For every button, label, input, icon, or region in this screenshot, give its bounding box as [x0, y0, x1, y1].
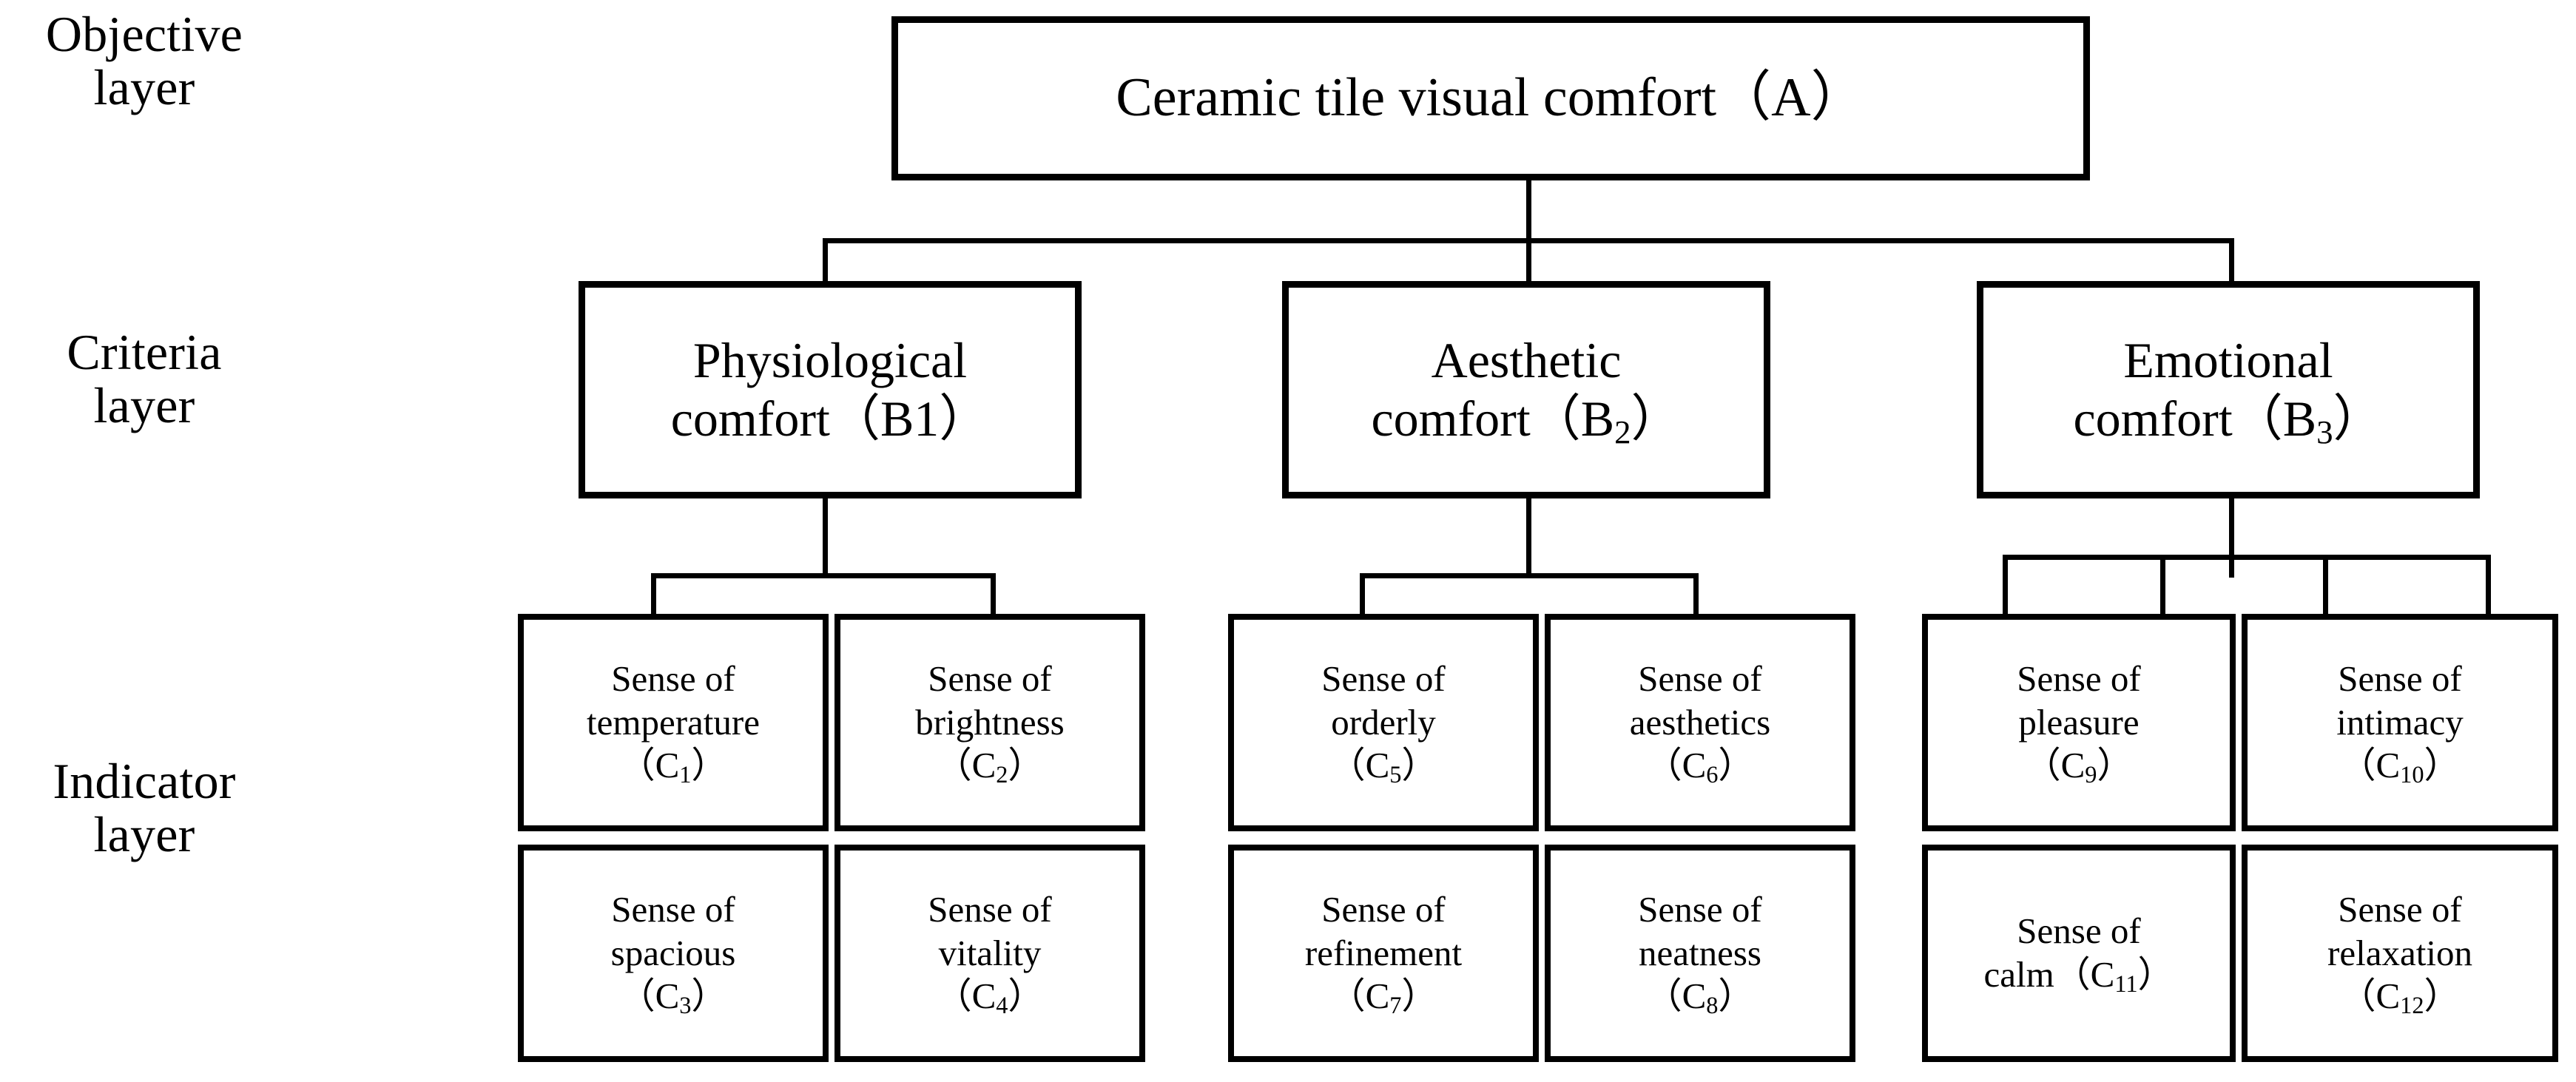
layer-label-criteria: Criteria layer [67, 324, 222, 434]
node-indicator-c6-label: Sense of aesthetics （C6） [1629, 657, 1771, 788]
layer-label-indicator: Indicator layer [53, 753, 236, 863]
node-indicator-c7[interactable]: Sense of refinement （C7） [1228, 845, 1539, 1062]
node-indicator-c6[interactable]: Sense of aesthetics （C6） [1545, 614, 1855, 831]
node-indicator-c10-label: Sense of intimacy （C10） [2336, 657, 2464, 788]
connector-drop-c9 [2003, 555, 2008, 616]
connector-bus-b3 [2003, 555, 2491, 560]
node-indicator-c4[interactable]: Sense of vitality （C4） [834, 845, 1145, 1062]
connector-drop-c5 [1360, 573, 1365, 616]
connector-drop-c6 [1693, 573, 1699, 616]
node-indicator-c12-label: Sense of relaxation （C12） [2327, 888, 2472, 1019]
connector-b2-stem [1526, 498, 1531, 578]
node-indicator-c10[interactable]: Sense of intimacy （C10） [2242, 614, 2558, 831]
node-criteria-b3-label: Emotional comfort（B3） [2073, 332, 2384, 450]
connector-drop-c11 [2160, 555, 2165, 616]
connector-drop-b2 [1526, 238, 1531, 283]
node-indicator-c5[interactable]: Sense of orderly （C5） [1228, 614, 1539, 831]
connector-b3-stem [2229, 498, 2234, 578]
node-indicator-c9-label: Sense of pleasure （C9） [2017, 657, 2141, 788]
connector-drop-c12 [2486, 555, 2491, 616]
connector-bus-b2 [1360, 573, 1699, 578]
node-indicator-c11[interactable]: Sense of calm（C11） [1922, 845, 2236, 1062]
connector-a-stem [1526, 180, 1531, 243]
connector-drop-c10 [2323, 555, 2328, 616]
node-criteria-b3[interactable]: Emotional comfort（B3） [1977, 281, 2480, 498]
node-objective-a[interactable]: Ceramic tile visual comfort（A） [891, 16, 2090, 180]
node-criteria-b2[interactable]: Aesthetic comfort（B2） [1282, 281, 1770, 498]
connector-drop-b3 [2229, 238, 2234, 283]
node-indicator-c12[interactable]: Sense of relaxation （C12） [2242, 845, 2558, 1062]
connector-drop-c1 [651, 573, 656, 616]
node-criteria-b2-label: Aesthetic comfort（B2） [1371, 332, 1682, 450]
connector-drop-b1 [823, 238, 828, 283]
node-criteria-b1-label: Physiological comfort（B1） [670, 332, 990, 447]
connector-drop-c2 [991, 573, 996, 616]
node-indicator-c2-label: Sense of brightness （C2） [915, 657, 1065, 788]
node-indicator-c3[interactable]: Sense of spacious （C3） [518, 845, 829, 1062]
node-indicator-c8-label: Sense of neatness （C8） [1638, 888, 1762, 1019]
node-criteria-b1[interactable]: Physiological comfort（B1） [579, 281, 1082, 498]
node-indicator-c1[interactable]: Sense of temperature （C1） [518, 614, 829, 831]
node-indicator-c3-label: Sense of spacious （C3） [610, 888, 736, 1019]
node-indicator-c11-label: Sense of calm（C11） [1983, 910, 2174, 998]
node-indicator-c9[interactable]: Sense of pleasure （C9） [1922, 614, 2236, 831]
node-indicator-c5-label: Sense of orderly （C5） [1321, 657, 1446, 788]
node-objective-a-label: Ceramic tile visual comfort（A） [1116, 67, 1866, 129]
node-indicator-c1-label: Sense of temperature （C1） [587, 657, 760, 788]
node-indicator-c7-label: Sense of refinement （C7） [1304, 888, 1463, 1019]
connector-b1-stem [823, 498, 828, 578]
connector-bus-b1 [651, 573, 996, 578]
node-indicator-c2[interactable]: Sense of brightness （C2） [834, 614, 1145, 831]
node-indicator-c4-label: Sense of vitality （C4） [928, 888, 1052, 1019]
node-indicator-c8[interactable]: Sense of neatness （C8） [1545, 845, 1855, 1062]
layer-label-objective: Objective layer [45, 6, 243, 116]
